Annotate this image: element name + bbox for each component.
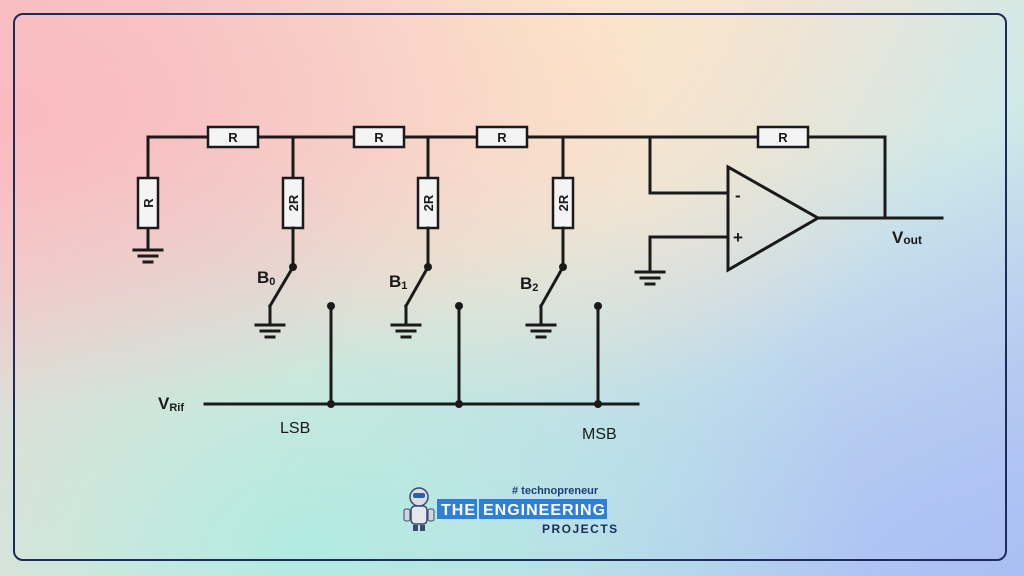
resistor-r-top-1: R — [206, 125, 260, 149]
resistor-label: 2R — [421, 194, 436, 211]
resistor-label: 2R — [286, 194, 301, 211]
logo-tagline: # technopreneur — [512, 485, 599, 497]
opamp-plus-label: + — [733, 228, 743, 247]
logo-the: THE — [441, 502, 476, 519]
robot-mascot-icon — [403, 487, 435, 531]
switch-blade-1 — [403, 264, 431, 309]
logo-projects: PROJECTS — [542, 522, 619, 536]
reference-voltage-label: VRif — [158, 394, 184, 414]
switch-label-b2: B2 — [520, 274, 538, 294]
resistor-r-top-2: R — [352, 125, 406, 149]
resistor-r-top-3: R — [475, 125, 529, 149]
ground-symbol-0 — [254, 323, 286, 339]
resistor-2r-0: 2R — [281, 176, 305, 230]
lsb-label: LSB — [280, 420, 310, 437]
bus-node-0 — [327, 400, 335, 408]
resistor-label: R — [778, 130, 788, 145]
resistor-label: R — [497, 130, 507, 145]
brand-logo: # technopreneur THE ENGINEERING PROJECTS — [403, 485, 619, 536]
resistor-r-left: R — [136, 176, 160, 230]
switch-blade-0 — [267, 264, 296, 309]
switch-label-b0: B0 — [257, 268, 275, 288]
bus-node-2 — [594, 400, 602, 408]
resistor-label: R — [228, 130, 238, 145]
opamp-triangle — [726, 164, 822, 273]
resistor-r-feedback: R — [756, 125, 810, 149]
ground-symbol-left — [132, 248, 164, 264]
switch-blade-2 — [538, 264, 566, 309]
ground-symbol-1 — [390, 323, 422, 339]
output-voltage-label: Vout — [892, 228, 922, 247]
content-frame — [13, 13, 1007, 561]
bus-node-1 — [455, 400, 463, 408]
ground-symbol-opamp — [634, 270, 666, 286]
ground-symbol-2 — [525, 323, 557, 339]
resistor-2r-1: 2R — [416, 176, 440, 230]
resistor-label: R — [141, 198, 156, 208]
msb-label: MSB — [582, 426, 617, 443]
logo-engineering: ENGINEERING — [483, 502, 606, 519]
resistor-label: R — [374, 130, 384, 145]
switch-label-b1: B1 — [389, 272, 407, 292]
opamp-minus-label: - — [735, 186, 741, 205]
resistor-label: 2R — [556, 194, 571, 211]
resistor-2r-2: 2R — [551, 176, 575, 230]
